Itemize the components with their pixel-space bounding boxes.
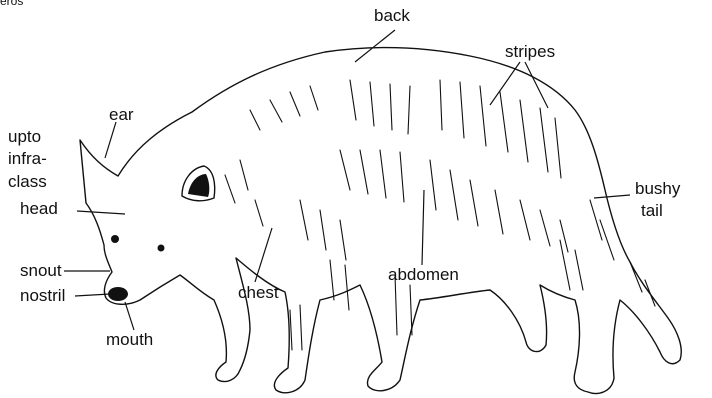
label-back: back xyxy=(374,7,410,25)
label-nostril: nostril xyxy=(20,287,65,305)
label-snout: snout xyxy=(20,262,62,280)
fur-stripes xyxy=(225,80,655,350)
label-tail: tail xyxy=(641,202,663,220)
nose xyxy=(108,287,128,301)
label-chest: chest xyxy=(238,284,279,302)
hyena-outline xyxy=(80,48,681,394)
ear-inner-fill xyxy=(188,174,209,197)
label-infra: infra- xyxy=(8,150,47,168)
label-upto: upto xyxy=(8,128,41,146)
leader-tail xyxy=(594,195,630,198)
label-stripes: stripes xyxy=(505,43,555,61)
leader-ear xyxy=(105,122,116,158)
label-class: class xyxy=(8,173,47,191)
leader-head xyxy=(77,211,125,214)
label-head: head xyxy=(20,200,58,218)
leader-mouth xyxy=(125,302,134,330)
label-abdomen: abdomen xyxy=(388,266,459,284)
leader-abdomen xyxy=(422,190,424,265)
eye xyxy=(111,235,119,243)
leader-back xyxy=(355,30,395,62)
leader-stripes-1 xyxy=(490,62,520,105)
eye-2 xyxy=(158,245,165,252)
leader-chest xyxy=(255,228,272,282)
label-mouth: mouth xyxy=(106,331,153,349)
leader-stripes-2 xyxy=(525,62,548,108)
label-ear: ear xyxy=(109,106,134,124)
label-bushy: bushy xyxy=(635,180,680,198)
